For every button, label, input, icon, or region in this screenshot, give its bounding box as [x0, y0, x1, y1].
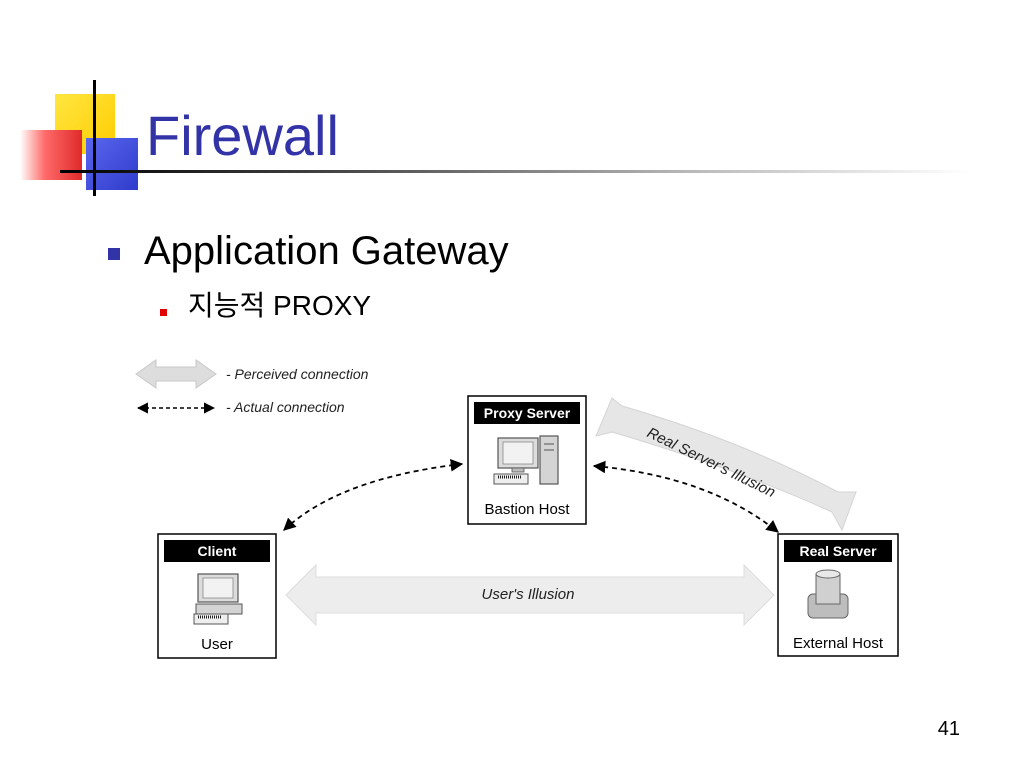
- computer-icon: [193, 573, 243, 625]
- user-illusion-label: User's Illusion: [482, 586, 575, 603]
- client-caption: User: [201, 636, 233, 653]
- sub-bullet-text: 지능적 PROXY: [188, 290, 372, 321]
- client-proxy-connection: [283, 459, 464, 531]
- real-server-header: Real Server: [799, 543, 877, 559]
- title-underline: [60, 170, 970, 173]
- legend-actual-label: - Actual connection: [226, 399, 345, 415]
- corner-decoration: [20, 80, 160, 200]
- bullet-marker: [108, 248, 120, 260]
- real-server-caption: External Host: [793, 635, 884, 652]
- proxy-server-node: Proxy Server Bastion Host: [467, 395, 587, 525]
- server-cylinder-icon: [807, 569, 849, 619]
- client-header: Client: [198, 543, 237, 559]
- real-server-illusion-arrow: Real Server's Illusion: [595, 397, 857, 532]
- slide-title: Firewall: [146, 104, 339, 167]
- legend: - Perceived connection - Actual connecti…: [135, 359, 369, 415]
- user-illusion-arrow: User's Illusion: [285, 563, 775, 627]
- proxy-server-caption: Bastion Host: [484, 501, 570, 518]
- vertical-line: [93, 80, 96, 196]
- proxy-server-connection: [592, 460, 779, 533]
- bullet-text: Application Gateway: [144, 229, 509, 273]
- client-node: Client User: [157, 533, 277, 659]
- perceived-connection-legend-arrow: [135, 359, 217, 389]
- proxy-server-header: Proxy Server: [484, 405, 571, 421]
- sub-bullet-marker: [160, 309, 167, 316]
- page-number: 41: [937, 718, 960, 740]
- real-server-node: Real Server External Host: [777, 533, 899, 657]
- computer-tower-icon: [493, 435, 559, 485]
- legend-perceived-label: - Perceived connection: [226, 366, 369, 382]
